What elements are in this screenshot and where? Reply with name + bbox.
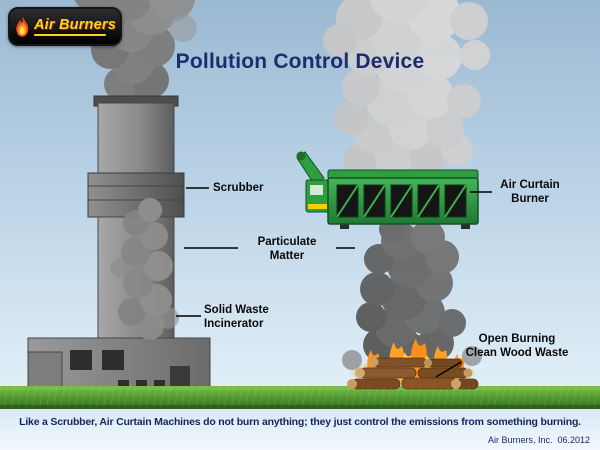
cab-window xyxy=(310,185,323,195)
open-burning-smoke xyxy=(342,216,482,372)
pointer-lines xyxy=(176,187,492,378)
cab-stripe xyxy=(308,204,327,209)
log-pile xyxy=(347,357,479,390)
scrubber-unit xyxy=(87,172,185,218)
particulate-matter-label: Particulate Matter xyxy=(257,236,317,263)
stack-upper xyxy=(97,102,175,176)
air-curtain-burner-label: Air Curtain Burner xyxy=(500,179,560,206)
caption-text: Like a Scrubber, Air Curtain Machines do… xyxy=(19,416,581,428)
building-window xyxy=(102,350,124,370)
loader-grapple xyxy=(296,151,306,161)
particulate-smoke xyxy=(110,198,179,340)
scrubber-label: Scrubber xyxy=(213,182,264,194)
logo-text: Air Burners xyxy=(34,16,116,33)
air-curtain-burner-machine xyxy=(296,151,479,229)
open-burning-label: Open Burning Clean Wood Waste xyxy=(465,333,569,360)
flame-icon xyxy=(16,15,29,37)
credit-text: Air Burners, Inc. 06.2012 xyxy=(487,435,590,445)
solid-waste-incinerator-label: Solid Waste Incinerator xyxy=(204,304,269,331)
wood-fire xyxy=(347,338,479,390)
logo: Air Burners xyxy=(8,7,122,46)
building-window xyxy=(70,350,92,370)
logo-underline xyxy=(34,33,107,37)
open-burning-pointer-line xyxy=(435,361,462,378)
page-title: Pollution Control Device xyxy=(175,50,425,73)
clean-emissions-plume xyxy=(323,0,490,177)
bottom-band: Like a Scrubber, Air Curtain Machines do… xyxy=(0,409,600,450)
grass xyxy=(0,386,600,409)
